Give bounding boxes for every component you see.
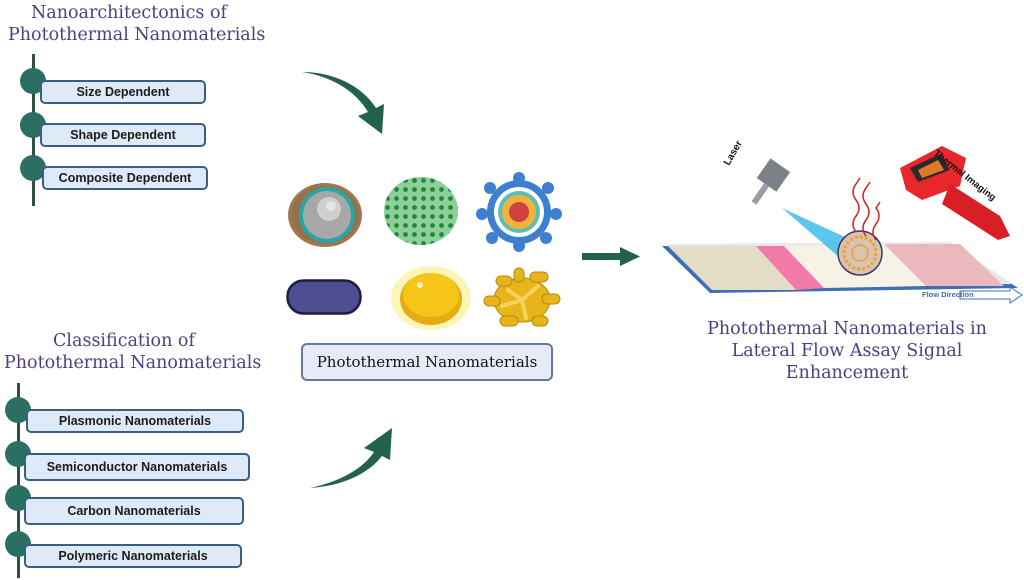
item-label: Composite Dependent: [58, 171, 192, 185]
star-ring-nanoparticle-icon: [476, 172, 562, 252]
absorbent-pad: [884, 244, 1004, 286]
classification-timeline: [17, 383, 20, 578]
item-label: Plasmonic Nanomaterials: [58, 414, 212, 428]
classification-title: Classification of Photothermal Nanomater…: [4, 330, 262, 374]
lfa-title-line2: Lateral Flow Assay Signal: [731, 341, 963, 361]
gold-nanosphere-icon: [391, 266, 471, 330]
polymeric-item: Polymeric Nanomaterials: [24, 544, 242, 568]
curved-arrow-up-icon: [310, 428, 392, 488]
carbon-item: Carbon Nanomaterials: [24, 497, 244, 525]
shape-dependent-item: Shape Dependent: [40, 123, 206, 147]
nanorod-icon: [286, 279, 362, 315]
item-label: Carbon Nanomaterials: [67, 504, 201, 518]
thermal-camera-icon: [900, 146, 1010, 240]
flow-direction-label: Flow Direction: [922, 290, 974, 299]
nanoarchitectonics-title-line1: Nanoarchitectonics of: [30, 3, 227, 23]
dotted-sphere-nanoparticle-icon: [384, 177, 458, 245]
size-dependent-item: Size Dependent: [40, 80, 206, 104]
curved-arrow-down-icon: [302, 72, 384, 134]
core-shell-nanoparticle-icon: [288, 183, 362, 247]
laser-icon: [751, 158, 791, 205]
plasmonic-item: Plasmonic Nanomaterials: [26, 409, 244, 433]
nanoarchitectonics-title-line2: Photothermal Nanomaterials: [8, 25, 266, 45]
classification-title-line1: Classification of: [53, 331, 195, 351]
item-label: Size Dependent: [76, 85, 170, 99]
classification-title-line2: Photothermal Nanomaterials: [4, 353, 262, 373]
conjugate-pad: [756, 246, 824, 290]
item-label: Polymeric Nanomaterials: [58, 549, 208, 563]
lfa-title: Photothermal Nanomaterials in Lateral Fl…: [690, 318, 1004, 384]
item-label: Shape Dependent: [70, 128, 176, 142]
item-label: Semiconductor Nanomaterials: [46, 460, 228, 474]
sample-pad: [668, 246, 796, 290]
nanoarchitectonics-title: Nanoarchitectonics of Photothermal Nanom…: [8, 2, 266, 46]
timeline-node: [20, 155, 46, 181]
lfa-title-line1: Photothermal Nanomaterials in: [707, 319, 987, 339]
photothermal-nanomaterials-label: Photothermal Nanomaterials: [301, 343, 553, 381]
right-arrow-icon: [582, 247, 640, 266]
semiconductor-item: Semiconductor Nanomaterials: [24, 453, 250, 481]
center-label-text: Photothermal Nanomaterials: [316, 353, 538, 371]
lateral-flow-assay-illustration: [662, 146, 1023, 304]
composite-dependent-item: Composite Dependent: [42, 166, 208, 190]
branched-nanostructure-icon: [483, 267, 561, 327]
heat-waves-icon: [852, 177, 881, 241]
flow-direction-arrow-icon: [959, 286, 1023, 304]
lfa-title-line3: Enhancement: [785, 363, 909, 383]
